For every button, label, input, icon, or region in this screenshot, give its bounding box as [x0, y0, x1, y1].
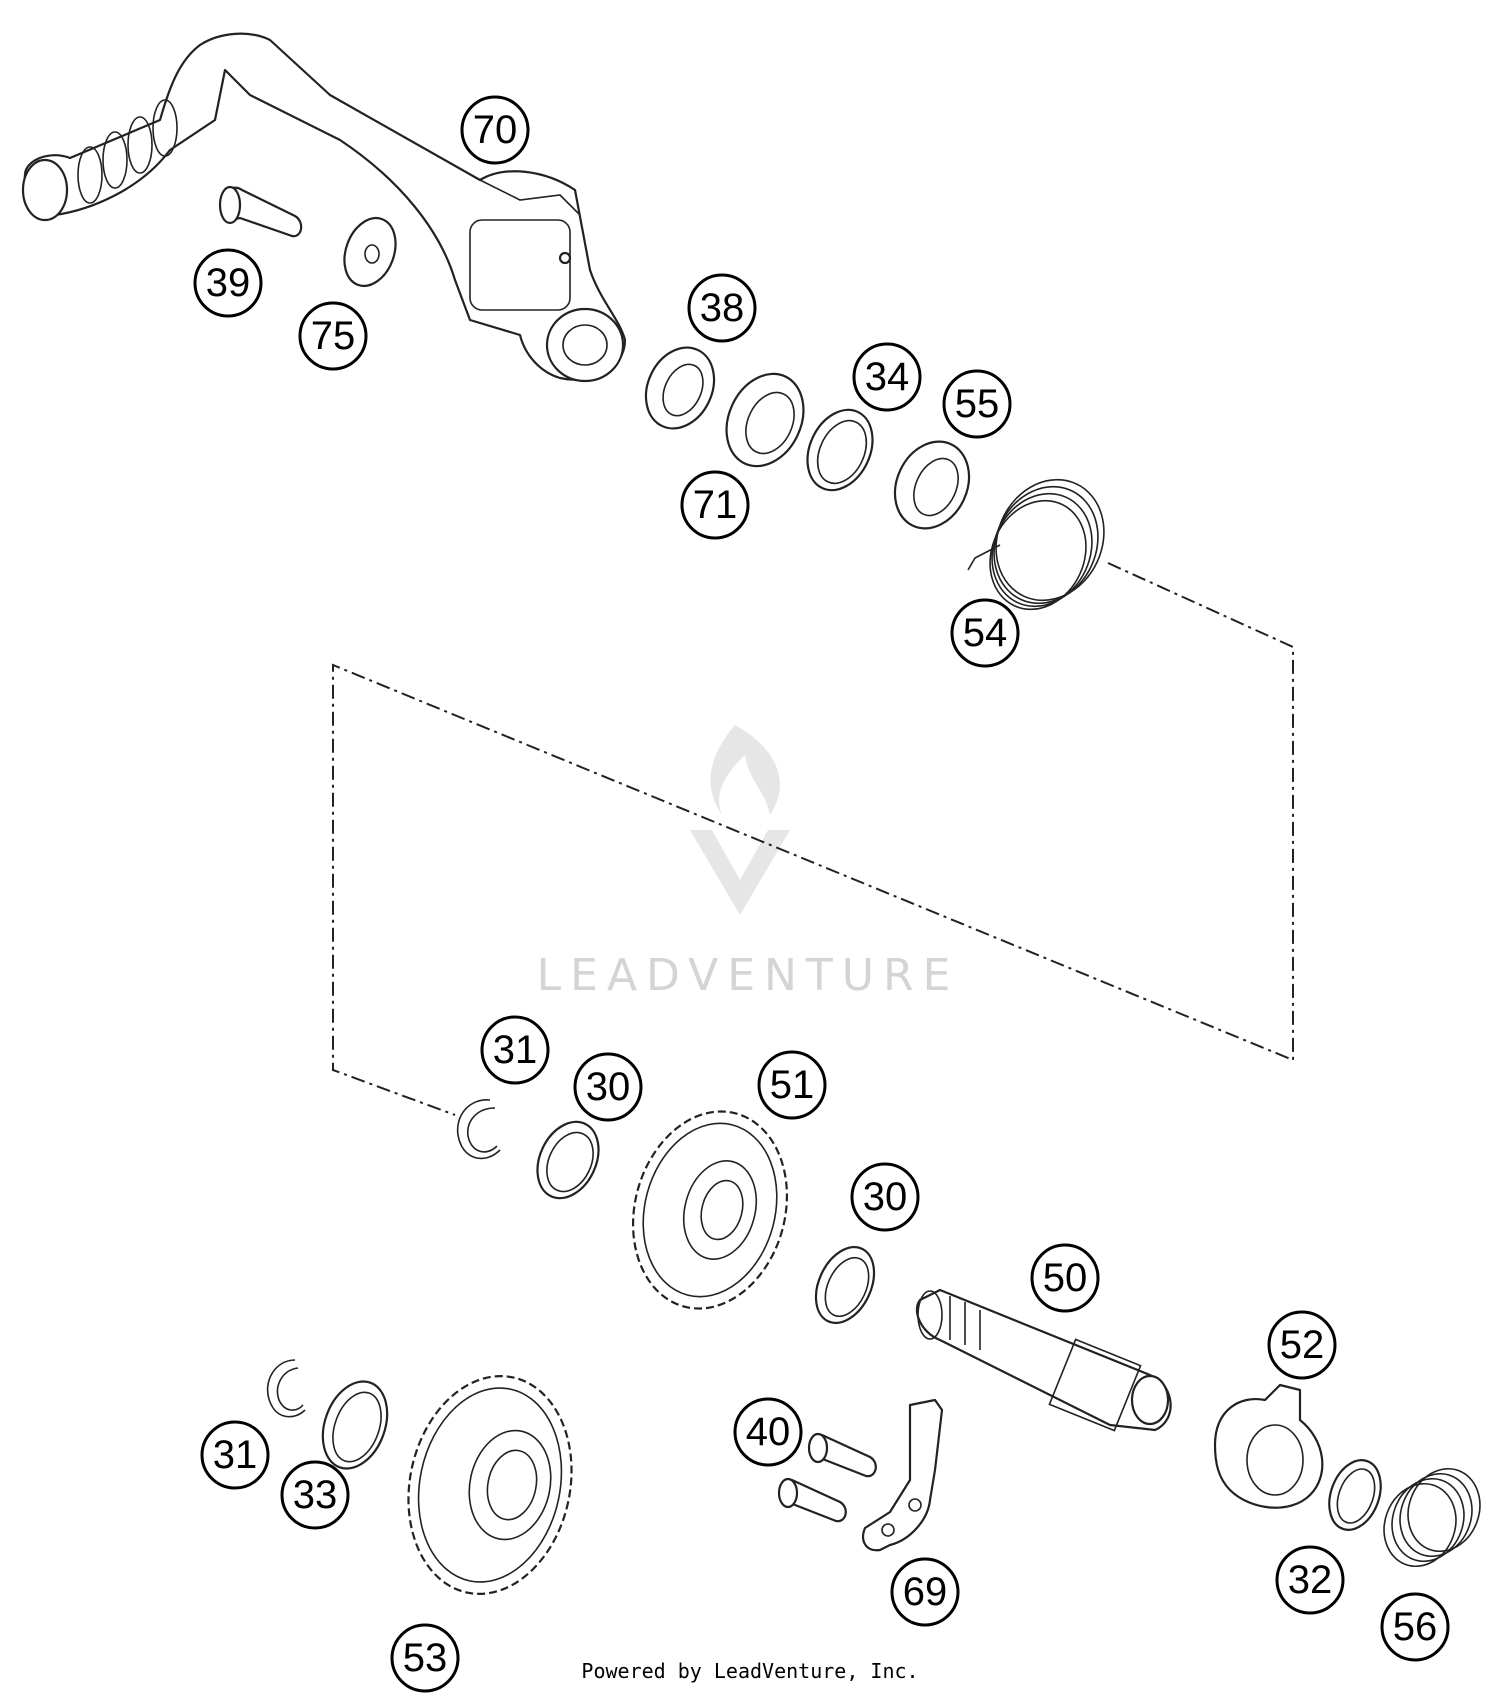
svg-text:70: 70 [473, 108, 518, 152]
svg-text:53: 53 [403, 1636, 448, 1680]
callout-34: 34 [852, 342, 922, 412]
snap-ring-31-lower [266, 1359, 306, 1418]
svg-text:75: 75 [311, 314, 356, 358]
callout-50: 50 [1030, 1243, 1100, 1313]
svg-text:31: 31 [213, 1433, 258, 1477]
svg-text:51: 51 [770, 1063, 815, 1107]
stop-bracket-69 [862, 1398, 944, 1552]
seal-ring-38 [644, 346, 716, 430]
callout-38: 38 [687, 273, 757, 343]
svg-text:52: 52 [1280, 1323, 1325, 1367]
footer-credit: Powered by LeadVenture, Inc. [581, 1659, 918, 1683]
callout-69: 69 [890, 1557, 960, 1627]
svg-text:69: 69 [903, 1570, 948, 1614]
svg-text:56: 56 [1393, 1605, 1438, 1649]
callout-56: 56 [1380, 1592, 1450, 1662]
kickstart-lever [21, 32, 627, 383]
watermark: LEADVENTURE [537, 725, 960, 1001]
reference-lines [332, 562, 1294, 1116]
snap-ring-31-upper [456, 1099, 501, 1160]
svg-text:54: 54 [963, 611, 1008, 655]
bolts-40 [777, 1432, 877, 1523]
kickstart-shaft-50 [915, 1288, 1172, 1432]
washer-34 [806, 408, 874, 492]
spring-56 [1383, 1467, 1481, 1568]
torsion-spring-54 [967, 478, 1105, 611]
callout-30-lower: 30 [850, 1162, 920, 1232]
svg-text:50: 50 [1043, 1256, 1088, 1300]
assembly-reference-line [332, 562, 1294, 1116]
svg-text:30: 30 [586, 1065, 631, 1109]
bolt-39 [218, 185, 303, 238]
svg-text:32: 32 [1288, 1558, 1333, 1602]
gear-51 [631, 1110, 789, 1310]
ratchet-52 [1213, 1383, 1324, 1509]
washer-75 [343, 217, 397, 287]
callout-40: 40 [733, 1397, 803, 1467]
svg-text:34: 34 [865, 355, 910, 399]
svg-text:40: 40 [746, 1410, 791, 1454]
bushing-55 [893, 440, 971, 530]
svg-text:30: 30 [863, 1175, 908, 1219]
callout-32: 32 [1275, 1545, 1345, 1615]
svg-text:38: 38 [700, 286, 745, 330]
callout-54: 54 [950, 598, 1020, 668]
flame-v-logo-icon [690, 725, 790, 915]
bearing-71 [725, 372, 805, 468]
callout-71: 71 [680, 470, 750, 540]
callout-39: 39 [193, 248, 263, 318]
gear-53 [407, 1375, 573, 1595]
washer-30-upper [536, 1120, 600, 1200]
callout-52: 52 [1267, 1310, 1337, 1380]
washer-33 [321, 1380, 389, 1470]
washer-32 [1328, 1459, 1382, 1531]
callout-55: 55 [942, 369, 1012, 439]
svg-text:39: 39 [206, 261, 251, 305]
callout-30-upper: 30 [573, 1052, 643, 1122]
svg-text:31: 31 [493, 1028, 538, 1072]
callout-51: 51 [757, 1050, 827, 1120]
callout-33: 33 [280, 1460, 350, 1530]
svg-text:71: 71 [693, 483, 738, 527]
callout-31-lower: 31 [200, 1420, 270, 1490]
callout-53: 53 [390, 1623, 460, 1693]
callout-70: 70 [460, 95, 530, 165]
svg-text:55: 55 [955, 382, 1000, 426]
callout-31-upper: 31 [480, 1015, 550, 1085]
washer-30-lower [814, 1246, 876, 1324]
svg-text:33: 33 [293, 1473, 338, 1517]
watermark-text: LEADVENTURE [537, 950, 960, 1001]
callout-75: 75 [298, 301, 368, 371]
